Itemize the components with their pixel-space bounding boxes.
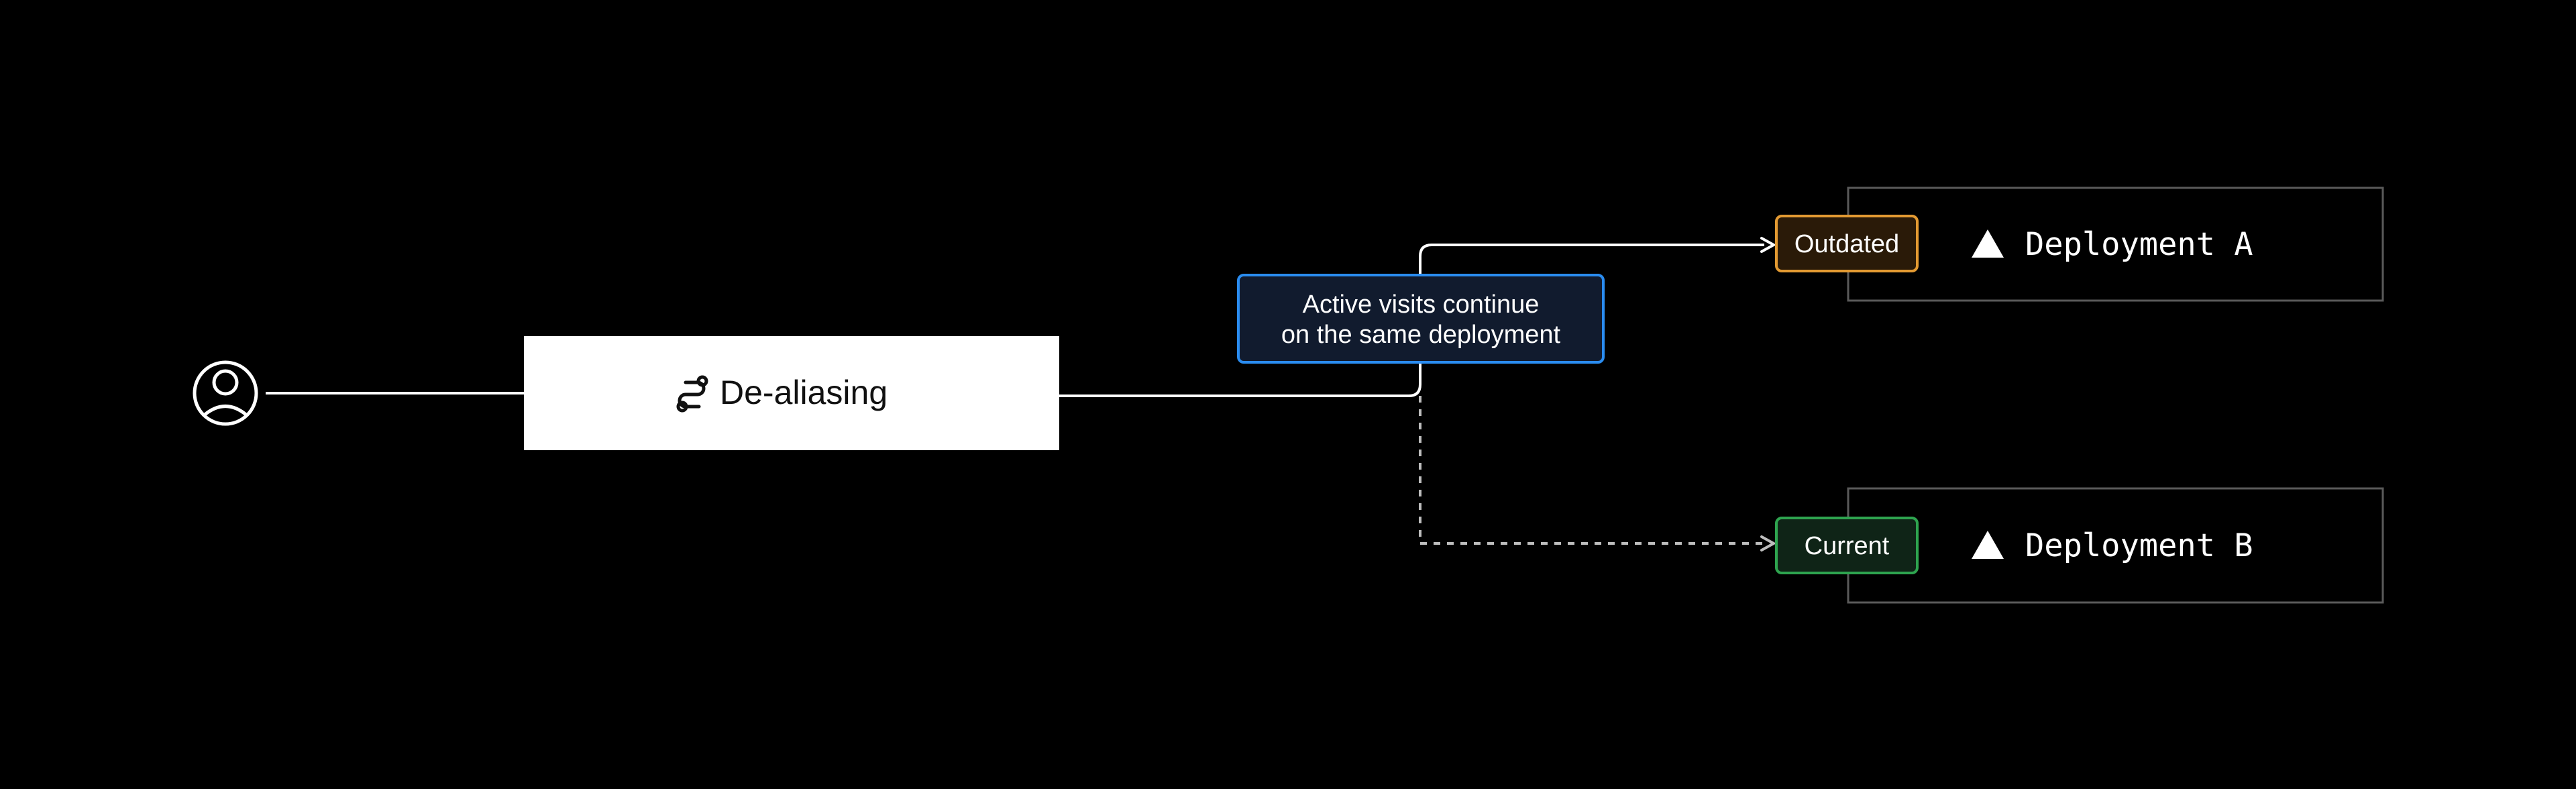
status-badge-outdated: Outdated [1775,215,1919,272]
arrowhead-to-deployment-b [1760,535,1777,551]
dealias-label: De-aliasing [720,374,888,411]
deployment-a-node: Deployment A [1847,187,2384,302]
tooltip-line-2: on the same deployment [1281,321,1561,349]
tooltip: Active visits continue on the same deplo… [1237,274,1605,364]
tooltip-line-1: Active visits continue [1303,291,1540,319]
deployment-b-name: Deployment B [2025,527,2253,564]
dealiasing-icon [676,375,708,413]
arrowhead-to-deployment-a [1760,237,1777,253]
triangle-icon [1972,229,2004,258]
deployment-a-name: Deployment A [2025,226,2253,263]
connector-dashed-to-deployment-b [1419,396,1764,545]
triangle-icon [1972,531,2004,559]
deployment-b-node: Deployment B [1847,487,2384,604]
status-badge-current: Current [1775,517,1919,574]
status-badge-outdated-label: Outdated [1794,230,1899,258]
user-circle-icon [193,360,258,426]
dealias-node: De-aliasing [524,336,1059,450]
status-badge-current-label: Current [1805,532,1890,560]
